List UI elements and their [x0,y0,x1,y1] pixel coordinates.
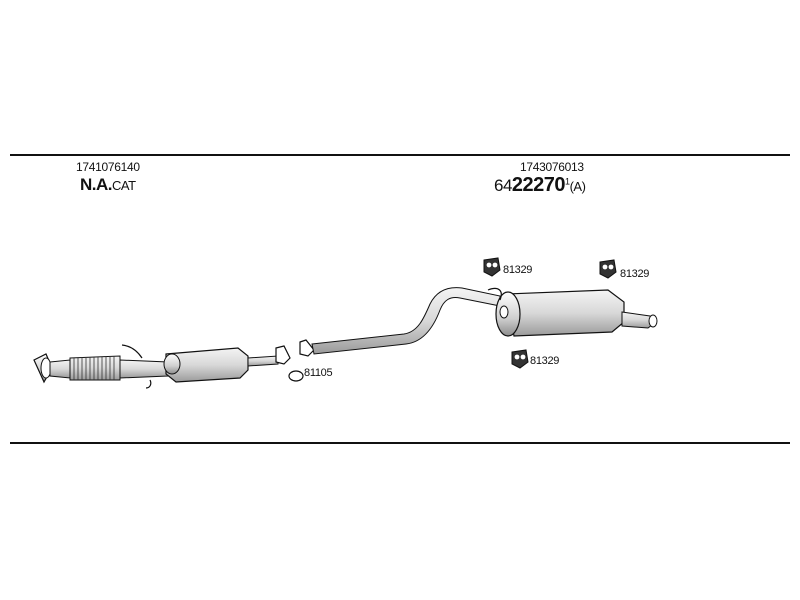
front-pipe-code-bold: N.A. [80,175,113,194]
rubber-hanger-top-left-icon [483,257,501,277]
center-silencer-icon [163,347,279,383]
front-flange-icon [33,353,71,384]
rear-silencer-code-suffix: (A) [569,179,586,194]
rear-silencer-code-superscript: 1 [565,176,570,187]
hanger-top-right-callout-label: 81329 [620,268,650,280]
flex-pipe-icon [69,344,169,389]
clamp-callout-label: 81105 [304,367,333,379]
top-divider-line [10,154,790,156]
rear-silencer-code: 64222701(A) [494,174,586,197]
rubber-hanger-top-right-icon [599,259,617,279]
bottom-divider-line [10,442,790,444]
hanger-top-left-callout-label: 81329 [503,264,533,276]
flange-gasket-icon [275,345,291,365]
front-pipe-code: N.A.CAT [80,175,136,195]
rear-silencer-part-number: 1743076013 [520,160,584,174]
front-pipe-part-number: 1741076140 [76,160,140,174]
clamp-ring-icon [288,370,304,382]
rear-silencer-icon [487,287,658,337]
hanger-bottom-callout-label: 81329 [530,355,560,367]
rear-silencer-code-prefix: 64 [494,176,512,195]
intermediate-pipe-icon [299,287,501,357]
rubber-hanger-bottom-icon [511,349,529,369]
rear-silencer-code-main: 22270 [511,174,566,196]
front-pipe-code-suffix: CAT [112,178,136,193]
